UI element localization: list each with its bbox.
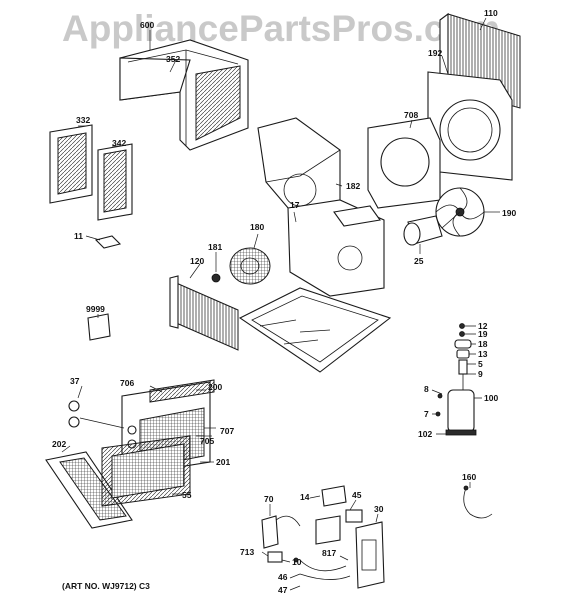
- nut-part: [211, 273, 221, 283]
- label-200: 200: [208, 382, 222, 392]
- label-18: 18: [478, 339, 488, 349]
- label-55: 55: [182, 490, 192, 500]
- label-19: 19: [478, 329, 488, 339]
- label-202: 202: [52, 439, 66, 449]
- label-110: 110: [484, 8, 498, 18]
- watermark: AppliancePartsPros.com: [62, 8, 500, 49]
- label-9999: 9999: [86, 304, 105, 314]
- label-45: 45: [352, 490, 362, 500]
- label-182: 182: [346, 181, 360, 191]
- label-181: 181: [208, 242, 222, 252]
- label-9: 9: [478, 369, 483, 379]
- instruction-card-part: [87, 313, 111, 341]
- partition-part: [287, 199, 385, 297]
- label-201: 201: [216, 457, 230, 467]
- label-120: 120: [190, 256, 204, 266]
- fan-shroud-part: [427, 71, 513, 181]
- label-100: 100: [484, 393, 498, 403]
- label-160: 160: [462, 472, 476, 482]
- label-342: 342: [112, 138, 126, 148]
- bracket-part: [94, 235, 122, 249]
- control-knobs-part: [68, 400, 80, 428]
- evaporator-coil-part: [169, 275, 239, 351]
- label-70: 70: [264, 494, 274, 504]
- label-708: 708: [404, 110, 418, 120]
- label-817: 817: [322, 548, 336, 558]
- label-14: 14: [300, 492, 310, 502]
- label-192: 192: [428, 48, 442, 58]
- leader-lines: [61, 17, 500, 591]
- cabinet-wrapper-part: [119, 39, 249, 151]
- label-706: 706: [120, 378, 134, 388]
- label-713: 713: [240, 547, 254, 557]
- label-10: 10: [292, 557, 302, 567]
- label-180: 180: [250, 222, 264, 232]
- part-labels: 600 352 332 342 11 110 192 708 182 17 18…: [52, 8, 516, 595]
- label-8: 8: [424, 384, 429, 394]
- blower-wheel-part: [229, 247, 271, 285]
- label-37: 37: [70, 376, 80, 386]
- air-duct-part: [257, 117, 341, 223]
- art-number-caption: (ART NO. WJ9712) C3: [62, 581, 150, 591]
- base-pan-part: [238, 287, 392, 373]
- compressor-assembly-part: [435, 323, 477, 436]
- tubing-part: [463, 485, 493, 519]
- label-13: 13: [478, 349, 488, 359]
- electrical-components-part: [261, 485, 385, 589]
- label-17: 17: [290, 200, 300, 210]
- label-332: 332: [76, 115, 90, 125]
- label-30: 30: [374, 504, 384, 514]
- label-47: 47: [278, 585, 288, 595]
- label-600: 600: [140, 20, 154, 30]
- label-705: 705: [200, 436, 214, 446]
- label-190: 190: [502, 208, 516, 218]
- inlet-grille-part: [101, 435, 191, 507]
- label-25: 25: [414, 256, 424, 266]
- label-12: 12: [478, 321, 488, 331]
- label-11: 11: [74, 231, 83, 241]
- orifice-part: [367, 117, 441, 209]
- label-352: 352: [166, 54, 180, 64]
- label-102: 102: [418, 429, 432, 439]
- label-707: 707: [220, 426, 234, 436]
- filter-panel-part: [97, 143, 133, 221]
- label-7: 7: [424, 409, 429, 419]
- fan-motor-part: [403, 211, 461, 246]
- label-46: 46: [278, 572, 288, 582]
- label-5: 5: [478, 359, 483, 369]
- grille-frame-part: [49, 124, 93, 204]
